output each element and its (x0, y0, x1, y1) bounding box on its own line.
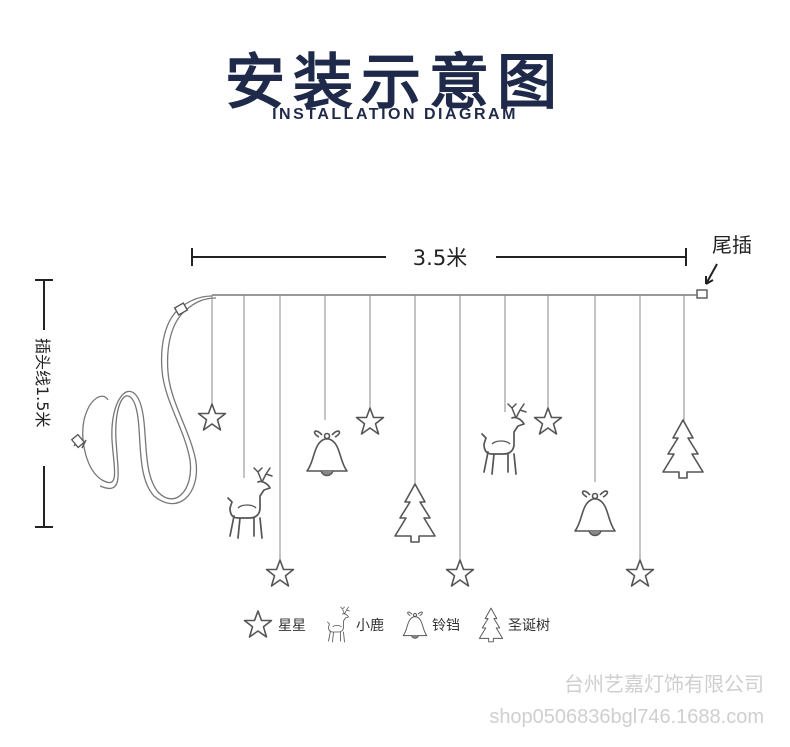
hanging-strands (211, 295, 685, 560)
star-icon (265, 559, 295, 587)
plug-cord-label: 插头线1.5米 (33, 338, 52, 427)
legend-item-deer: 小鹿 (324, 606, 384, 644)
tree-icon (394, 483, 436, 543)
page-title: 安装示意图 (225, 48, 565, 118)
deer-icon (227, 467, 273, 539)
legend: 星星 小鹿 铃铛 圣诞树 (242, 606, 568, 644)
star-icon (445, 559, 475, 587)
power-cord (70, 295, 217, 505)
legend-label: 圣诞树 (508, 618, 550, 634)
deer-icon (481, 403, 527, 475)
watermark-company: 台州艺嘉灯饰有限公司 (564, 674, 764, 696)
width-dimension: 3.5米 (191, 246, 687, 270)
bell-icon (574, 490, 616, 537)
width-label: 3.5米 (413, 246, 467, 270)
legend-label: 小鹿 (356, 618, 384, 634)
legend-item-bell: 铃铛 (402, 608, 460, 642)
bell-icon (306, 430, 348, 477)
legend-item-star: 星星 (242, 608, 306, 642)
watermark-shop: shop0506836bgl746.1688.com (489, 706, 764, 728)
star-icon (533, 407, 563, 435)
legend-item-tree: 圣诞树 (478, 607, 550, 643)
bell-icon (402, 611, 428, 639)
star-icon (355, 407, 385, 435)
star-icon (197, 403, 227, 431)
star-icon (243, 610, 273, 638)
tail-plug-label: 尾插 (712, 233, 752, 257)
page-subtitle: INSTALLATION DIAGRAM (272, 106, 518, 123)
tree-icon (662, 419, 704, 479)
legend-label: 星星 (278, 618, 306, 634)
plug-cord-dimension: 插头线1.5米 (33, 279, 53, 528)
star-icon (625, 559, 655, 587)
ornaments (197, 403, 704, 587)
deer-icon (327, 606, 350, 643)
legend-label: 铃铛 (432, 618, 460, 634)
tree-icon (478, 607, 504, 643)
tail-plug: 尾插 (696, 233, 752, 299)
